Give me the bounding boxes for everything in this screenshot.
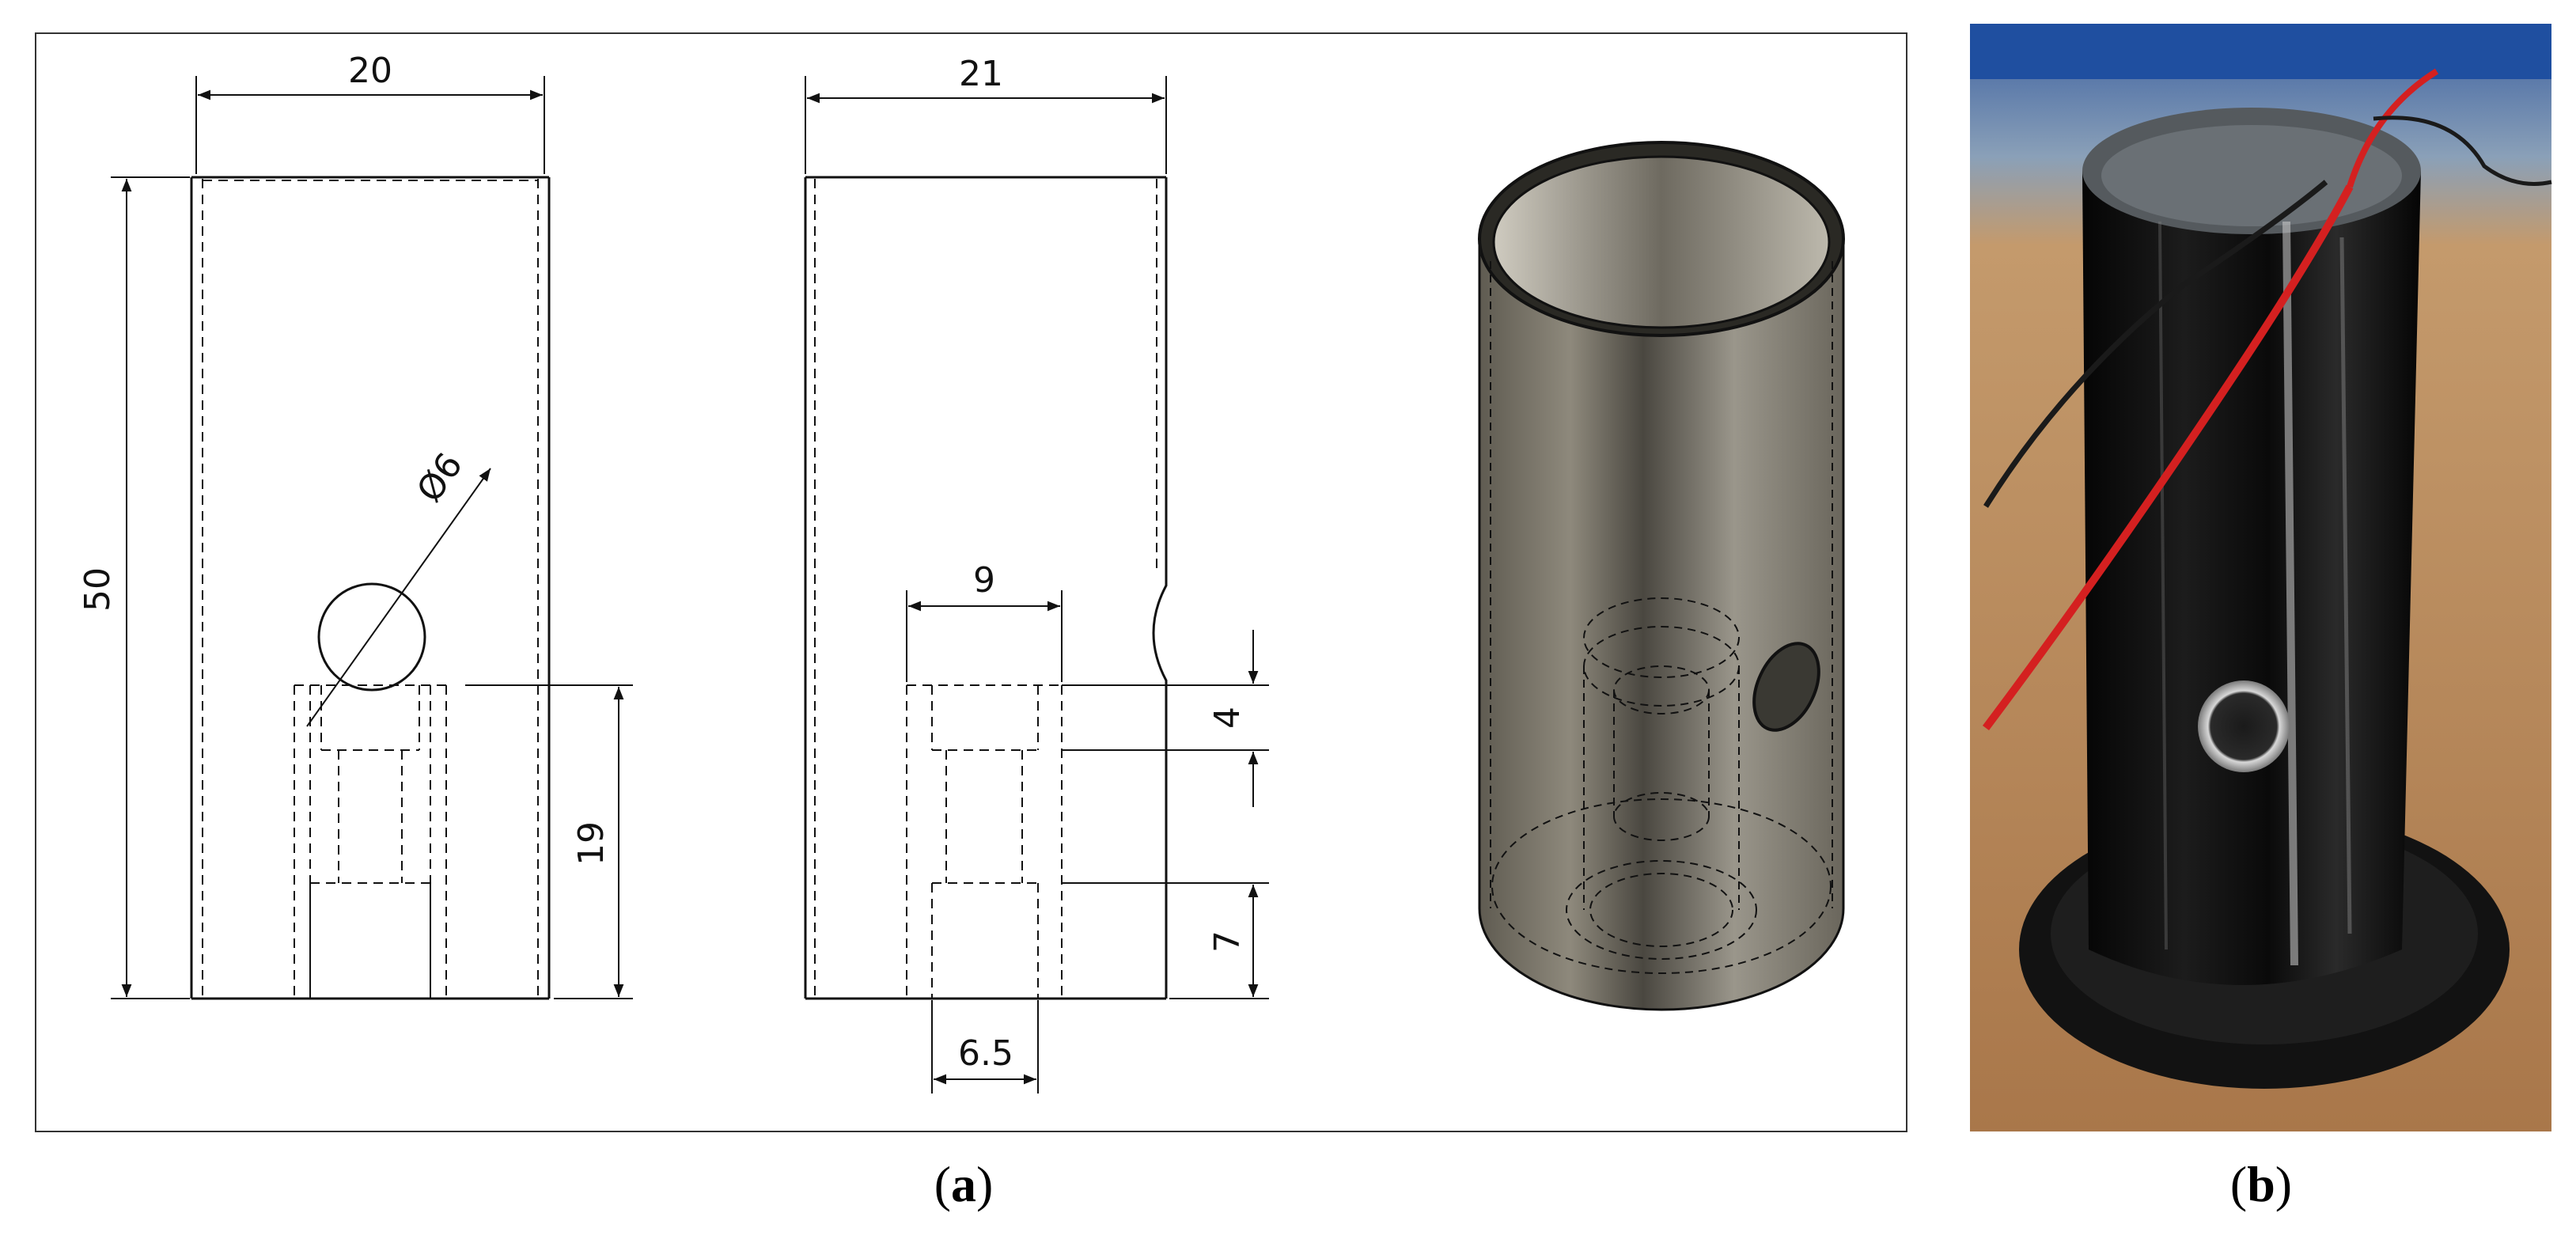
photo-microphone xyxy=(2198,680,2290,772)
front-width-label: 20 xyxy=(348,51,392,91)
front-view-hidden-post xyxy=(294,684,447,999)
caption-b: (b) xyxy=(2230,1156,2292,1212)
photo-red-wire xyxy=(1982,184,2354,730)
side-view-right-edge xyxy=(1152,177,1168,999)
cylinder-side-hole xyxy=(1752,642,1820,732)
side-view-hidden-post xyxy=(906,684,1063,999)
cylinder-body xyxy=(1478,237,1845,1011)
photo-panel xyxy=(1970,24,2552,1131)
bottom-depth-label: 7 xyxy=(1207,931,1248,953)
photo-black-wire xyxy=(1983,180,2328,508)
cylinder-inner-opening xyxy=(1492,155,1831,329)
caption-a-letter: a xyxy=(951,1156,976,1212)
side-view xyxy=(804,76,1269,1093)
photo-highlight-1 xyxy=(2282,221,2298,966)
photo-cylinder-body xyxy=(2082,171,2421,985)
hole-diameter-leader xyxy=(306,468,491,727)
photo-highlight-2 xyxy=(2339,237,2352,934)
caption-b-letter: b xyxy=(2247,1156,2275,1212)
hole-height-label: 19 xyxy=(571,821,612,866)
caption-a: (a) xyxy=(934,1156,994,1212)
photo-highlight-3 xyxy=(2158,221,2168,950)
photo-blue-band xyxy=(1970,24,2551,79)
front-view xyxy=(111,76,633,1000)
front-view-hole-circle xyxy=(317,582,426,692)
photo-cylinder-top-inner xyxy=(2101,125,2402,226)
photo-black-wire-top xyxy=(2373,116,2552,186)
front-height-label: 50 xyxy=(78,567,118,612)
pocket-width-label: 9 xyxy=(973,560,995,601)
pocket-depth-label: 4 xyxy=(1207,707,1248,729)
isometric-cylinder xyxy=(1478,141,1845,1011)
side-width-label: 21 xyxy=(959,54,1003,94)
bottom-width-label: 6.5 xyxy=(958,1033,1013,1074)
cylinder-hidden-lines xyxy=(1490,261,1833,974)
